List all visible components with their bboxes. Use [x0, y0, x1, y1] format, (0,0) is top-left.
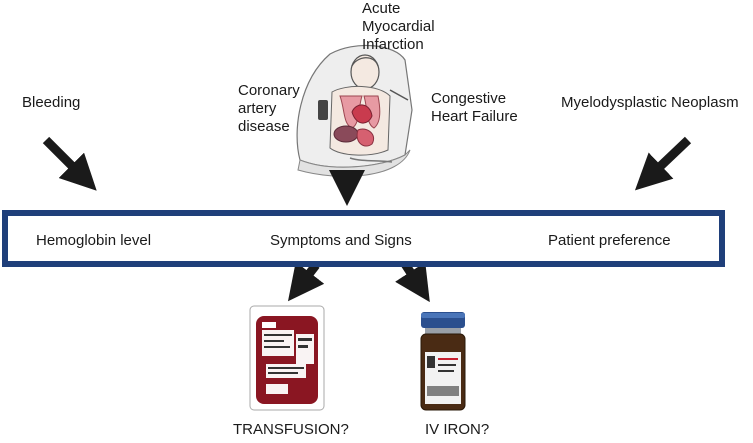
factor-hemoglobin-level: Hemoglobin level [36, 232, 152, 249]
cause-myelodysplastic-neoplasm: Myelodysplastic Neoplasm [561, 94, 739, 111]
cause-acute-mi: Acute Myocardial Infarction [362, 0, 435, 53]
decision-factors-bar: Hemoglobin level Symptoms and Signs Pati… [2, 210, 725, 267]
cause-congestive-heart-failure: Congestive Heart Failure [431, 90, 518, 125]
arrow-mds [634, 136, 692, 191]
iron-vial-icon [420, 312, 466, 411]
option-transfusion: TRANSFUSION? [233, 421, 349, 438]
factor-symptoms-and-signs: Symptoms and Signs [270, 232, 412, 249]
cause-coronary-artery-disease: Coronary artery disease [238, 82, 300, 135]
factor-patient-preference: Patient preference [548, 232, 671, 249]
cause-bleeding: Bleeding [22, 94, 81, 111]
blood-bag-icon [249, 305, 325, 411]
arrow-bleeding [42, 136, 97, 191]
patient-illustration [296, 44, 413, 177]
arrow-to-transfusion [287, 261, 325, 302]
option-iv-iron: IV IRON? [425, 421, 490, 438]
arrow-to-iron [395, 261, 430, 303]
